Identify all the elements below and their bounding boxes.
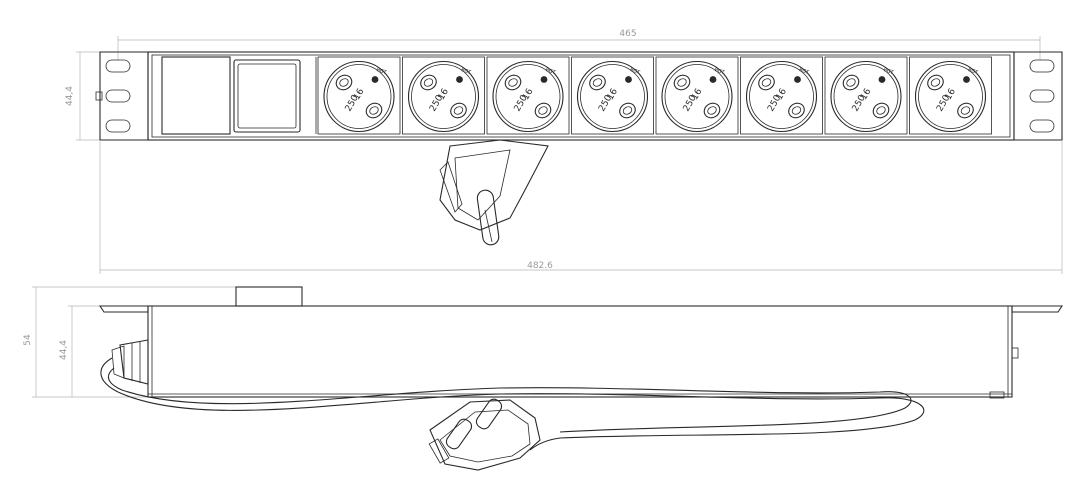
socket-ring-label: BGT [629,67,641,76]
socket-ring-label: BGT [883,67,895,76]
socket-face [914,60,987,133]
socket-face [323,60,395,133]
left-mounting-ear [95,51,149,141]
side-switch [235,286,303,307]
side-view: 54 44,4 [23,286,1064,471]
socket-face [407,60,480,133]
side-plug [428,398,541,471]
socket-face [661,60,733,133]
socket-face [492,60,564,133]
socket-face [576,60,649,133]
front-body [147,51,1015,141]
power-switch [233,57,317,134]
socket-face [745,60,818,133]
power-cable [100,357,925,451]
socket-ring-label: BGT [460,67,472,76]
socket-row: 16250BGT16250BGT16250BGT16250BGT16250BGT… [317,56,992,135]
socket-ring-label: BGT [798,67,810,76]
side-body [147,305,1019,399]
dimension-label-side-total: 54 [23,334,33,346]
socket-ring-label: BGT [545,67,557,76]
front-plug [439,139,549,246]
dimension-front-height: 44,4 [65,51,100,141]
dimension-side-body: 44,4 [59,305,148,397]
socket-ring-label: BGT [376,67,388,76]
dimension-465: 465 [117,29,1041,60]
cable-gland [111,339,149,385]
socket-ring-label: BGT [967,67,979,76]
front-view: 465 44,4 [65,29,1063,274]
dimension-label-482-6: 482.6 [527,261,553,271]
dimension-side-total: 54 [23,286,236,398]
socket-ring-label: BGT [714,67,726,76]
dimension-label-465: 465 [619,29,636,39]
dimension-label-side-body: 44,4 [59,340,69,360]
side-flanges [98,305,1064,313]
socket-face [830,60,902,133]
dimension-label-front-height: 44,4 [65,86,75,106]
right-mounting-ear [1013,51,1063,141]
blank-module [161,56,231,135]
dimension-482-6: 482.6 [99,140,1063,274]
